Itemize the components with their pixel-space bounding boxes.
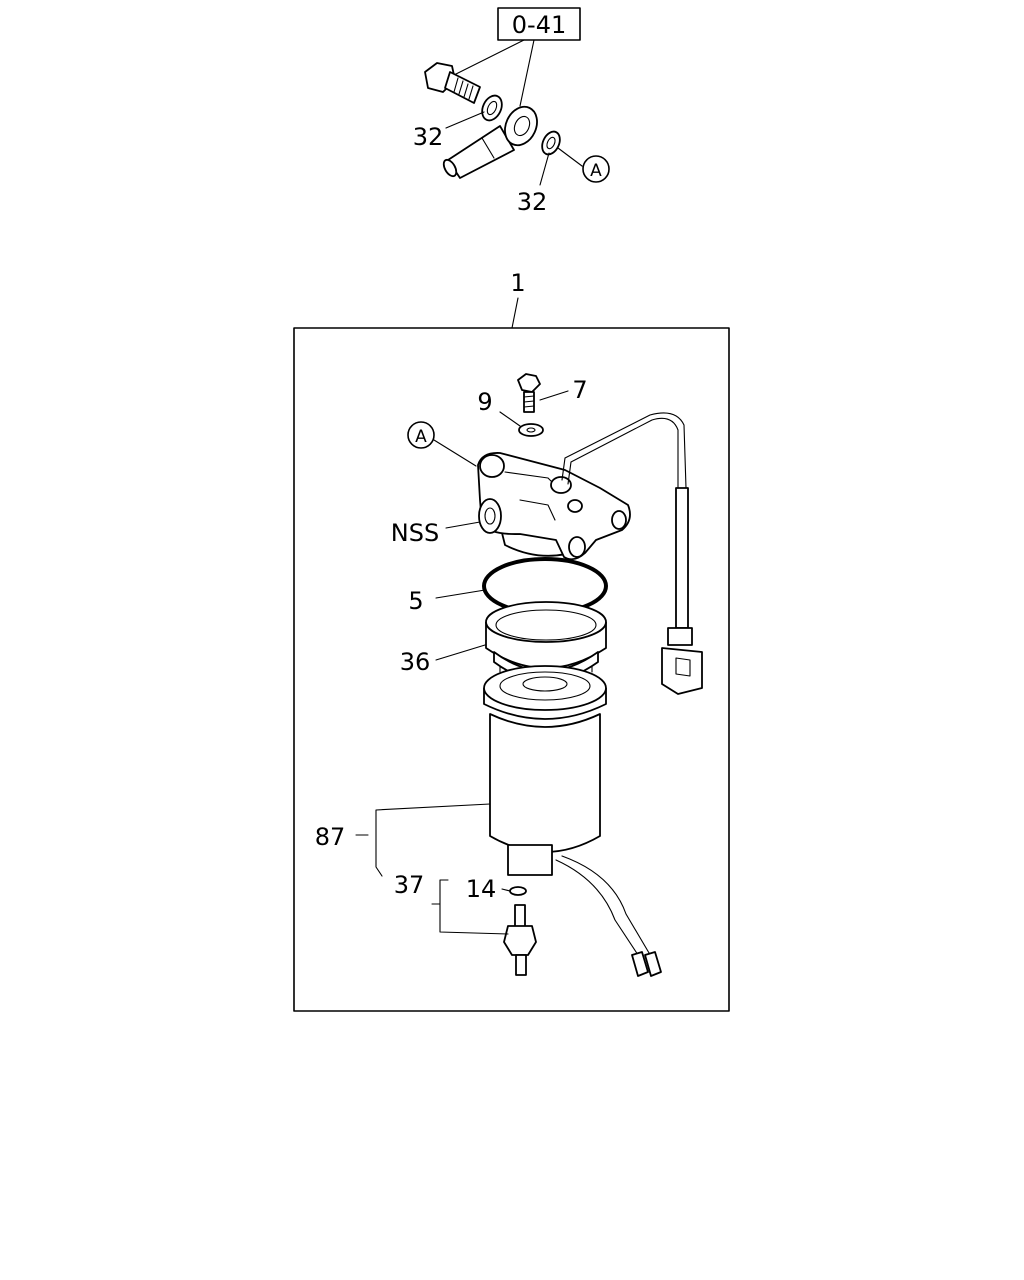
- leader-line: [435, 644, 486, 661]
- leader-line: [445, 111, 485, 129]
- leader-line: [557, 147, 583, 167]
- callout-a-top: A: [590, 161, 602, 181]
- drain-plug: [503, 904, 537, 976]
- washer-upper: [481, 94, 503, 122]
- callout-32-lower: 32: [517, 188, 548, 216]
- callout-14: 14: [466, 875, 497, 903]
- leader-line: [519, 39, 535, 107]
- bracket-37: [431, 879, 509, 935]
- callout-9: 9: [477, 388, 492, 416]
- callout-37: 37: [394, 871, 425, 899]
- callout-a-main: A: [415, 427, 427, 447]
- callout-5: 5: [408, 587, 423, 615]
- washer-lower: [541, 130, 561, 156]
- bracket-87: [375, 803, 491, 877]
- sensor-wire-harness: [561, 412, 703, 695]
- leader-line: [539, 152, 550, 186]
- leader-line: [435, 589, 486, 599]
- leader-line: [433, 439, 477, 467]
- filter-cartridge: [483, 665, 607, 876]
- banjo-fitting: [442, 105, 538, 179]
- washer-9: [518, 423, 544, 437]
- leader-line: [539, 390, 569, 401]
- callout-36: 36: [400, 648, 431, 676]
- circle-a-marker: [407, 421, 435, 449]
- leader-line: [445, 521, 481, 529]
- callout-32-upper: 32: [413, 123, 444, 151]
- leader-line: [499, 411, 521, 427]
- callout-1: 1: [510, 269, 525, 297]
- leader-line: [511, 297, 519, 329]
- reference-box-label: 0-41: [512, 11, 566, 39]
- assembly-frame: [293, 327, 730, 1012]
- reference-box: 0-41: [497, 7, 581, 41]
- drain-o-ring: [509, 886, 527, 896]
- bolt: [517, 373, 541, 413]
- eye-bolt: [424, 62, 481, 104]
- filter-head: [477, 452, 631, 561]
- sensor-wire-lower: [555, 855, 662, 977]
- callout-nss: NSS: [391, 519, 439, 547]
- callout-7: 7: [572, 376, 587, 404]
- circle-a-marker: [582, 155, 610, 183]
- leader-line: [451, 39, 525, 77]
- leader-line: [501, 888, 511, 892]
- callout-87: 87: [315, 823, 346, 851]
